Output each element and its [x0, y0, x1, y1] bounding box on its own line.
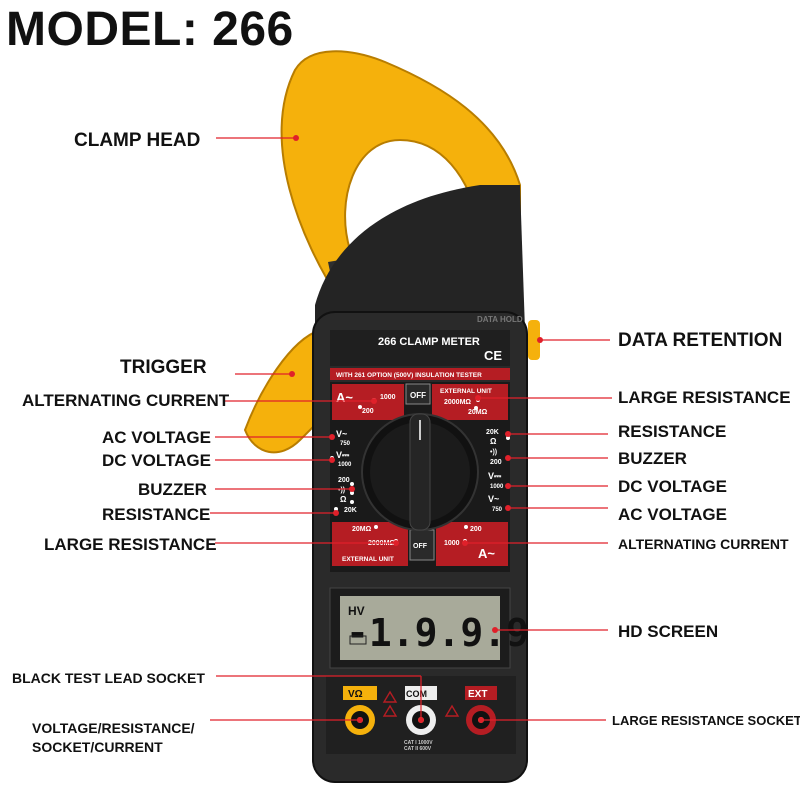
label-buzzer-right: BUZZER: [618, 449, 687, 468]
meter-marking-text: CAT II 600V: [404, 746, 432, 752]
label-ac-voltage-left: AC VOLTAGE: [102, 428, 211, 447]
meter-marking-text: Ω: [340, 495, 347, 504]
meter-marking-text: 1000: [380, 394, 396, 401]
meter-marking-text: EXT: [468, 689, 487, 700]
label-clamp-head: CLAMP HEAD: [74, 130, 201, 151]
trigger: [243, 328, 321, 454]
meter-marking-text: •)): [338, 487, 345, 494]
meter-marking-text: 266 CLAMP METER: [378, 336, 480, 348]
label-black-test-lead-socket: BLACK TEST LEAD SOCKET: [12, 670, 205, 686]
meter-marking-text: 1000: [338, 462, 352, 468]
meter-marking-text: 200: [490, 459, 502, 466]
meter-marking-text: •)): [490, 449, 497, 456]
meter-marking-text: V~: [336, 429, 347, 439]
label-large-resistance-right: LARGE RESISTANCE: [618, 388, 791, 407]
meter-marking-text: 20K: [486, 429, 499, 436]
label-alternating-current-right: ALTERNATING CURRENT: [618, 536, 789, 552]
meter-marking-text: 20MΩ: [468, 409, 488, 416]
meter-marking-text: V⎓: [488, 471, 502, 481]
lcd-screen: [340, 596, 500, 660]
meter-marking-text: OFF: [410, 391, 426, 400]
dial-knob: [409, 413, 431, 531]
meter-marking-text: 200: [362, 408, 374, 415]
label-dc-voltage-right: DC VOLTAGE: [618, 477, 727, 496]
meter-marking-text: WITH 261 OPTION (500V) INSULATION TESTER: [336, 372, 482, 379]
label-data-retention: DATA RETENTION: [618, 330, 783, 351]
meter-marking-text: HV: [348, 604, 365, 618]
panel-external-unit: [432, 384, 508, 420]
meter-marking-text: 20K: [344, 507, 357, 514]
meter-marking-text: V⎓: [336, 450, 350, 460]
meter-marking-text: A~: [336, 390, 353, 405]
meter-marking-text: Ω: [490, 437, 497, 446]
meter-marking-text: CAT I 1000V: [404, 740, 433, 746]
meter-marking-text: CE: [484, 348, 502, 363]
data-hold-button: [528, 320, 540, 360]
label-hd-screen: HD SCREEN: [618, 622, 719, 641]
meter-marking-text: DATA HOLD: [477, 315, 523, 324]
meter-marking-text: VΩ: [348, 689, 363, 700]
meter-housing-top: [315, 185, 525, 330]
meter-marking-text: V~: [488, 494, 499, 504]
meter-marking-text: 200: [338, 477, 350, 484]
meter-marking-text: 2000MΩ: [444, 399, 471, 406]
meter-marking-text: 750: [492, 507, 503, 513]
meter-marking-text: 1000: [444, 540, 460, 547]
label-resistance-right: RESISTANCE: [618, 422, 727, 441]
label-voltage-socket-line2: SOCKET/CURRENT: [32, 739, 163, 755]
clamp-head: [280, 50, 521, 301]
meter-marking-text: -1.9.9.9: [346, 611, 529, 655]
label-buzzer-left: BUZZER: [138, 480, 207, 499]
meter-marking-text: EXTERNAL UNIT: [440, 388, 492, 395]
label-large-resistance-left: LARGE RESISTANCE: [44, 535, 217, 554]
panel-ac-current-bottom: [436, 522, 508, 566]
label-ac-voltage-right: AC VOLTAGE: [618, 505, 727, 524]
meter-marking-text: EXTERNAL UNIT: [342, 556, 394, 563]
meter-marking-text: COM: [406, 689, 427, 699]
label-dc-voltage-left: DC VOLTAGE: [102, 451, 211, 470]
panel-ac-current: [332, 384, 404, 420]
meter-marking-text: 1000: [490, 484, 504, 490]
meter-marking-text: 200: [470, 526, 482, 533]
label-trigger: TRIGGER: [120, 357, 207, 378]
meter-marking-text: 20MΩ: [352, 526, 372, 533]
model-title: MODEL: 266: [6, 3, 294, 56]
meter-marking-text: A~: [478, 546, 495, 561]
meter-marking-text: 750: [340, 441, 351, 447]
meter-marking-text: OFF: [413, 543, 428, 550]
label-large-resistance-socket: LARGE RESISTANCE SOCKET: [612, 713, 800, 728]
label-voltage-socket-line1: VOLTAGE/RESISTANCE/: [32, 720, 195, 736]
label-alternating-current-left: ALTERNATING CURRENT: [22, 391, 230, 410]
label-resistance-left: RESISTANCE: [102, 505, 211, 524]
